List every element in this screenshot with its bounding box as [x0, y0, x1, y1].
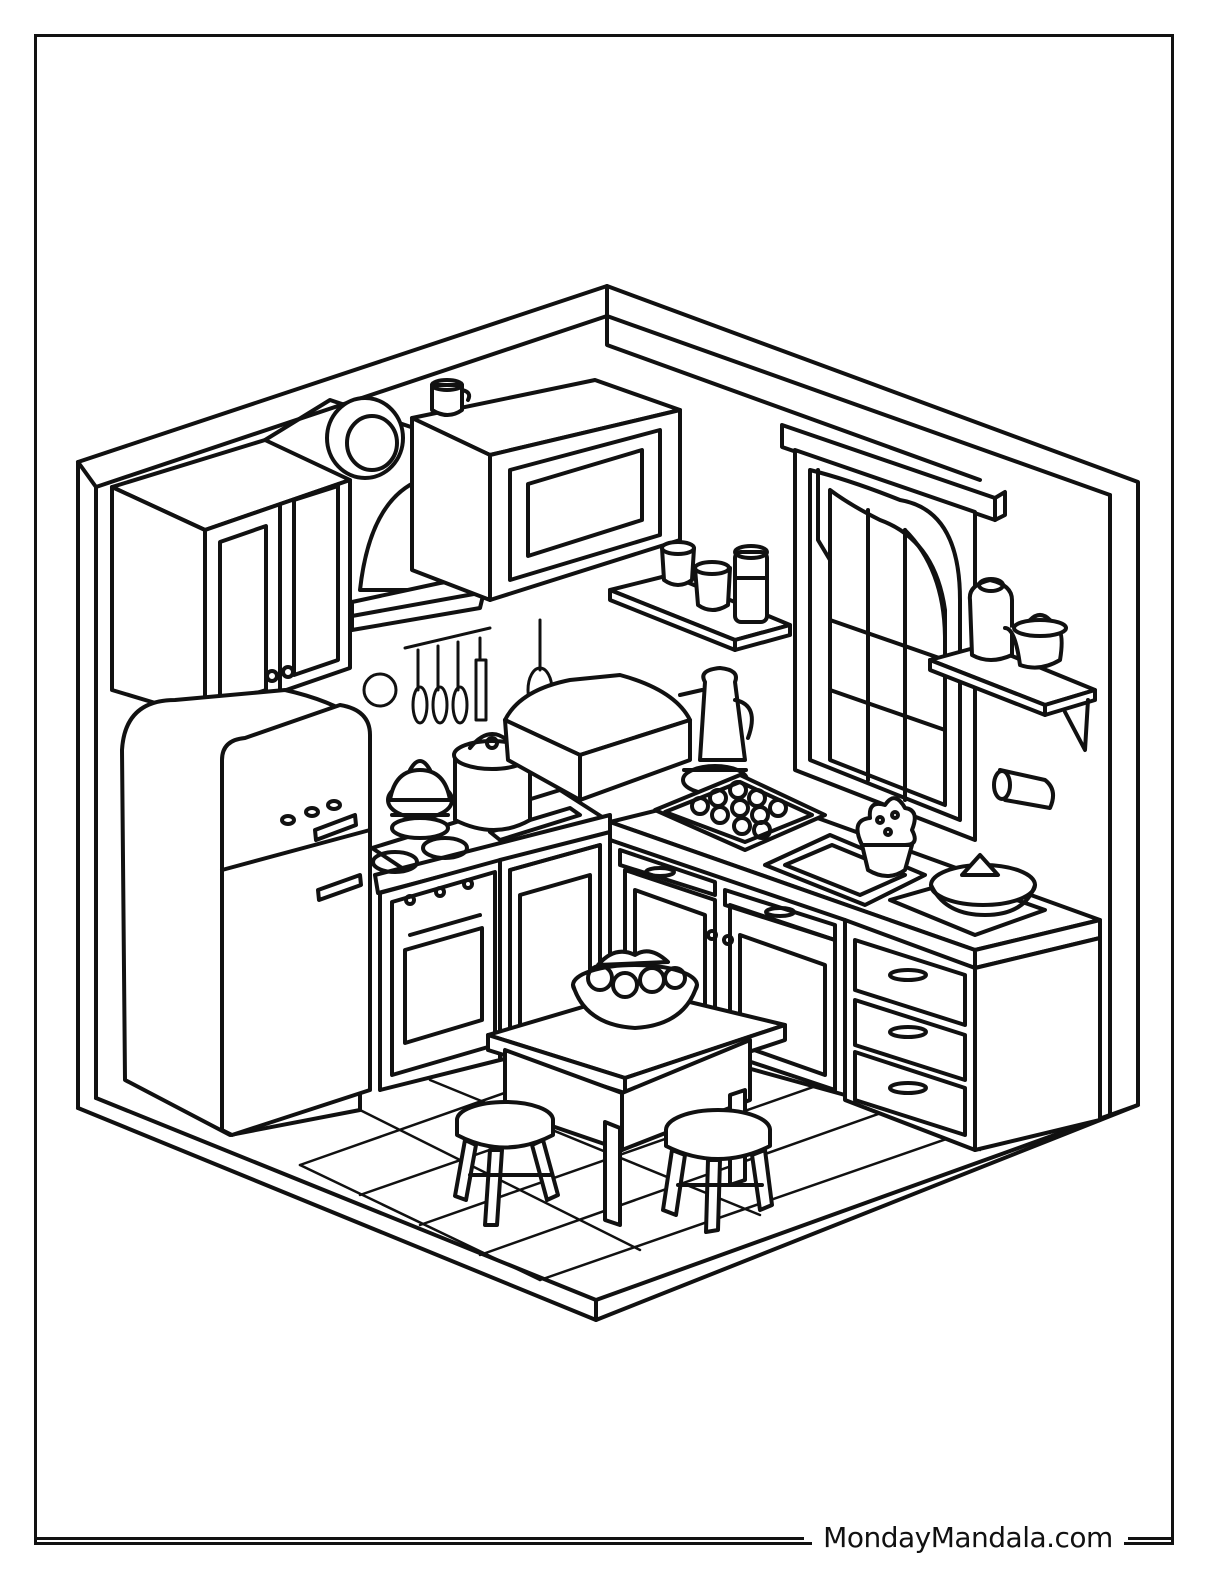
page-border — [34, 34, 1174, 1545]
footer-rule-right — [1128, 1537, 1174, 1540]
hanging-plate — [325, 396, 405, 480]
window — [780, 423, 1007, 842]
room-walls — [76, 284, 1140, 1322]
stool-left — [453, 1100, 560, 1227]
right-shelf — [928, 643, 1097, 752]
hanging-utensils — [362, 618, 554, 725]
bread-loaf — [503, 673, 692, 802]
sink — [763, 833, 927, 907]
cups — [660, 540, 732, 612]
drawers — [853, 938, 967, 1137]
flower-pot — [855, 796, 917, 878]
wall-cabinets — [110, 398, 482, 720]
microwave — [410, 378, 682, 602]
teapot — [967, 577, 1068, 670]
oven — [390, 870, 497, 1077]
stool-right — [661, 1108, 774, 1234]
jars — [733, 544, 769, 624]
bowl — [888, 853, 1047, 937]
paper-roll — [992, 768, 1056, 810]
refrigerator — [120, 688, 372, 1137]
watermark-text: MondayMandala.com — [812, 1520, 1124, 1556]
footer: MondayMandala.com — [0, 1515, 1224, 1561]
footer-rule-left — [34, 1537, 804, 1540]
cookie-tray — [653, 773, 827, 852]
fruit-bowl — [571, 949, 699, 1030]
kettle — [386, 759, 454, 840]
